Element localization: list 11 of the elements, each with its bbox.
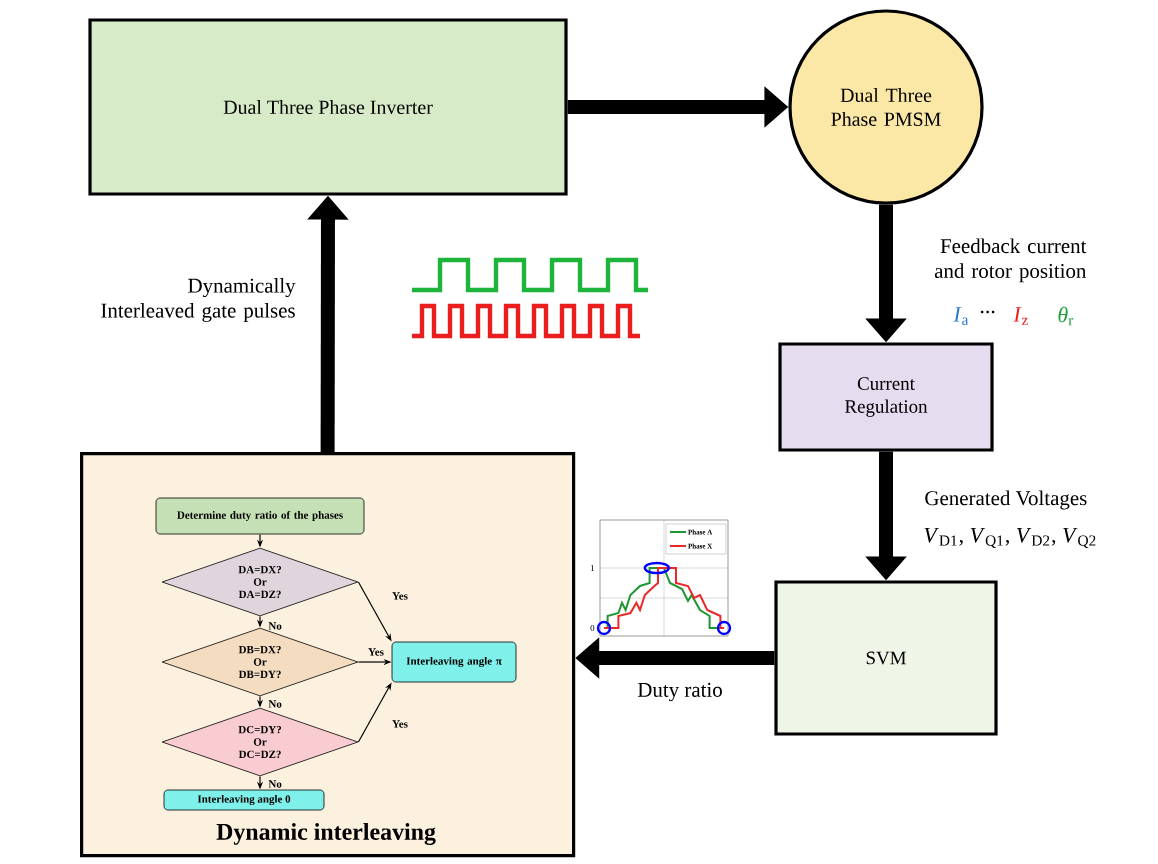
signal-label: V$_{D1}$, V$_{Q1}$, V$_{D2}$, V$_{Q2}$ <box>924 527 1096 549</box>
process-box: Current Regulation <box>778 342 994 452</box>
process-box: Dual Three Phase Inverter <box>88 18 568 196</box>
signal-label: θ$_{r}$ <box>1058 306 1074 326</box>
signal-label: I$_{z}$ <box>1013 307 1028 325</box>
signal-label: ... <box>980 310 995 314</box>
edge-label: Generated Voltages <box>925 490 1087 510</box>
edge-label: Feedback current and rotor position <box>934 238 1087 283</box>
process-box: SVM <box>774 580 998 736</box>
edge-label: Dynamically Interleaved gate pulses <box>101 278 296 322</box>
edge-label: Duty ratio <box>637 682 722 702</box>
